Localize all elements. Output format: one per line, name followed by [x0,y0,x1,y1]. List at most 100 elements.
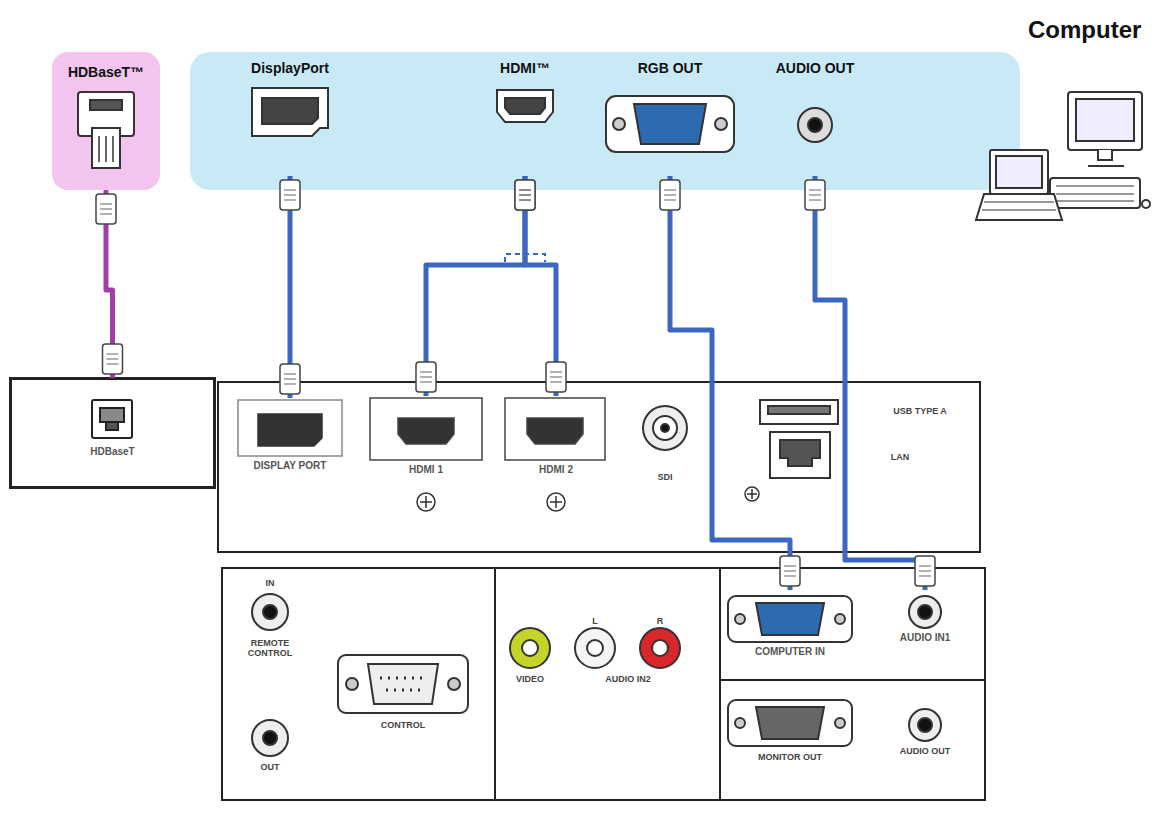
cable-plug-grip [420,372,432,382]
hdmi-jack [398,418,454,444]
cable-plug-grip [107,354,119,364]
usb-lan-jack [760,400,838,424]
hdbaset-box [92,400,132,438]
cable-plug-grip [284,190,296,200]
port-label-box: HDMI™ [480,60,570,176]
port-label: SDI [657,472,672,482]
port-label: AUDIO OUT [900,746,951,756]
hdbaset-box [10,378,215,488]
rj45-port [78,92,134,168]
monitor-out-jack [735,718,745,728]
displayport-port [252,88,328,136]
source-panel [52,52,160,190]
input-port: AUDIO IN1 [885,590,965,643]
hdbaset-box [10,378,215,488]
hdbaset-source: HDBaseT™ [52,52,160,190]
screw-symbol [417,487,759,511]
cable-plug [660,180,680,210]
hdmi-jack [370,398,482,460]
computer-icon [990,150,1048,194]
port-label-box: RGB OUT [600,60,740,176]
cable-plug [96,194,116,224]
hdbaset-box [106,422,118,430]
rca-jack [510,628,680,668]
cable-plug [103,344,123,374]
port-label: L [592,616,598,626]
cable-plug [915,556,935,586]
audio-jack [798,108,832,142]
hdbaset-input-box: HDBaseT [10,378,215,488]
audio-in-jack [918,605,932,619]
screw-symbol [417,493,435,511]
screw-symbol [747,489,757,499]
projector-lower-panel [222,568,985,800]
projector-upper-panel [218,382,980,552]
control-port [338,655,468,713]
usb-lan-jack [768,406,830,414]
node-label: AUDIO OUT [776,60,855,76]
screw-symbol [547,493,565,511]
displayport-port [262,98,318,124]
computer-in-jack [728,596,852,642]
control-port [448,678,460,690]
rca-jack [587,640,603,656]
computer-in-jack [835,614,845,624]
screw-symbol [745,487,759,501]
sdi-jack [653,416,677,440]
port-label: LAN [891,452,910,462]
input-port: DISPLAY PORT [232,398,348,471]
input-port: COMPUTER IN [715,590,865,657]
remote-jack [263,731,277,745]
remote-jack [252,594,288,756]
cable-plug-grip [550,372,562,382]
rj45-port [99,136,113,162]
node-label: HDMI™ [500,60,550,76]
monitor-out-jack [835,718,845,728]
rca-jack [575,628,615,668]
node-label: HDBaseT [90,446,134,457]
node-label: Computer [1028,16,1141,44]
displayport-port [252,88,328,136]
hdmi-jack [527,418,583,444]
rca-jack [640,628,680,668]
monitor-out-jack [728,700,852,746]
cable [670,176,790,590]
port-label: IN [266,578,275,588]
computer-icon [976,92,1150,220]
rca-jack [510,628,550,668]
cable-plug [805,180,825,210]
node-label: DISPLAY PORT [254,460,327,471]
audio-out-jack [909,709,941,741]
screw-symbol [420,496,432,508]
computer-icon [1076,99,1134,141]
vga-port [634,104,706,144]
hdbaset-box [100,408,124,422]
rj45-port [92,128,120,168]
monitor-out-jack [728,700,852,746]
audio-out-jack [909,709,941,741]
control-port [368,664,438,704]
port-label: R [657,616,664,626]
computer-icon [1056,186,1134,201]
screw-symbol [550,496,562,508]
computer-icon [1088,150,1124,166]
usb-lan-jack [770,432,830,478]
node-label: DisplayPort [251,60,329,76]
cable-plug-grip [784,566,796,576]
computer-icon [1050,178,1140,208]
audio-out-jack [918,718,932,732]
usb-lan-jack [760,400,838,478]
port-label: REMOTE CONTROL [235,638,305,659]
cable-plug-grip [919,566,931,576]
computer-in-jack [735,614,745,624]
computer-icon [982,202,1056,210]
vga-port [606,96,734,152]
control-port [346,678,358,690]
node-label: HDMI 2 [539,464,573,475]
audio-in-jack [909,596,941,628]
cable-plug-grip [100,204,112,214]
remote-jack [263,605,277,619]
node-label: COMPUTER IN [755,646,825,657]
